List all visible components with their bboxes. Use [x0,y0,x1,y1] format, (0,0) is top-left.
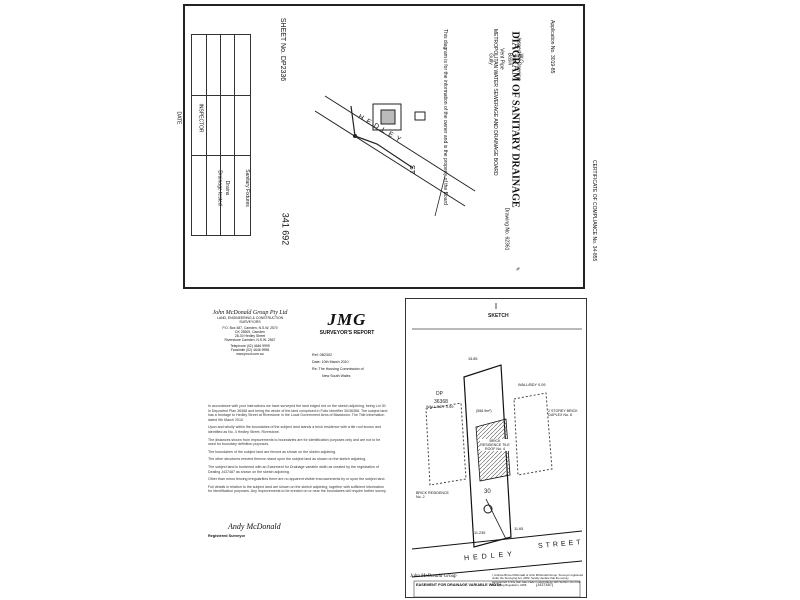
report-paragraph: The subject land is burdened with an Eas… [208,464,379,474]
report-heading: SURVEYOR'S REPORT [319,330,375,336]
address-line: 28-30 Hedley Street [234,334,266,338]
easement-reference: (J437487) [536,583,554,587]
legend-item: Gully [487,53,494,65]
table-row-drains: Drains [224,180,231,196]
legend-block: Gully Vent Pipe Inspection Opening Basin… [485,26,525,106]
wall-boundary-left: WALL/BDY 0.69 [426,405,454,409]
surveyor-declaration: I, Andrew Bruce McDonald of John McDonal… [492,573,583,588]
company-subtitle: LAND, ENGINEERING & CONSTRUCTION SURVEYO… [216,316,284,324]
legend-item: Sink [510,54,517,64]
drainage-diagram-sheet: DATE INSPECTOR Drainage tested Drains Sa… [175,4,585,289]
sketch-signature-company: John McDonald Group [410,574,457,579]
dp-number: 36368 [434,399,448,405]
report-date: Date: 10th March 2010 [312,360,349,364]
report-paragraph: In accordance with your instructions we … [208,404,388,422]
residence-label: BRICK RESIDENCE TILE ROOF No. 4 [480,439,510,451]
report-paragraph: Other than minor fencing irregularities … [208,477,386,482]
report-paragraph: The boundaries of the subject land are f… [208,449,337,454]
wall-boundary-right: WALL/BDY 0.09 [518,383,546,387]
application-number: Application No. 3019-85 [549,20,555,74]
jmg-logo-block: JMG SURVEYOR'S REPORT [312,310,382,336]
table-row-drainage-tested: Drainage tested [216,170,223,206]
easement-note: EASEMENT FOR DRAINAGE VARIABLE WIDTH [416,583,502,587]
lot-area: (556.9m²) [476,409,492,413]
survey-sketch: SKETCH DP 36368 30 BRICK RESIDENCE TILE … [405,298,587,598]
table-header-inspector: INSPECTOR [197,103,204,133]
address-line: DX 25509, Camden [235,330,265,334]
report-paragraph: The other structures erected thereon sta… [208,457,367,462]
certificate-strip: CERTIFICATE OF COMPLIANCE No. 34-855 [591,160,597,262]
telephone: Telephone (02) 4646 9999 [230,344,270,348]
dimension-top: 15.85 [468,357,478,361]
address-line: P.O. Box 487, Camden, N.S.W. 2570 [222,326,278,330]
facsimile: Facsimile (02) 4646 9998 [230,348,270,352]
owner-notes: This diagram is for the information of t… [442,29,448,205]
drawing-number: Drawing No. 62361 [503,207,510,251]
table-row-fixtures: Sanitary Fixtures [243,169,250,207]
company-name: John McDonald Group Pty Ltd [212,310,288,316]
dimension-bottom-left: 11.235 [474,531,486,535]
company-header: John McDonald Group Pty Ltd LAND, ENGINE… [208,310,292,356]
surveyor-report-page: John McDonald Group Pty Ltd LAND, ENGINE… [200,300,395,580]
report-paragraph: The distances shown from improvements to… [208,437,381,447]
lot-number: 30 [484,489,491,495]
address-line: Riverstone Camden, N.S.W. 2567 [224,338,276,342]
reference: Ref: 0B2302 [312,353,332,357]
reference-block: Ref: 0B2302 Date: 10th March 2010 Re: Th… [312,352,364,380]
inspection-table: DATE INSPECTOR Drainage tested Drains Sa… [175,34,251,236]
website: www.jmcd.com.au [236,352,264,356]
table-header-date: DATE [175,111,182,125]
neighbour-duplex-label: 2 STOREY BRICK DUPLEX No. 6 [548,409,578,417]
dp-label: DP [436,391,443,397]
report-paragraph: Upon and wholly within the boundaries of… [208,425,382,434]
report-body: In accordance with your instructions we … [208,404,388,497]
regarding-line2: New South Wales [322,374,351,378]
neighbour-residence-label: BRICK RESIDENCE No. 2 [416,491,449,499]
dimension-bottom-right: 11.65 [514,527,524,531]
legend-item: Vent Pipe [498,48,505,70]
surveyor-signature: Andy McDonald [228,522,281,531]
jmg-logo: JMG [327,310,367,329]
report-paragraph: Full details in relation to the subject … [208,484,387,494]
drainage-plan-drawing [314,95,476,217]
street-suffix-st: ST [407,165,415,174]
sketch-title: SKETCH [488,313,509,319]
signature-mark: ✎ [514,266,521,272]
signature-label: Registered Surveyor [208,534,246,538]
legend-item: W.C. [517,53,524,65]
regarding: Re: The Housing Commission of [312,367,364,371]
